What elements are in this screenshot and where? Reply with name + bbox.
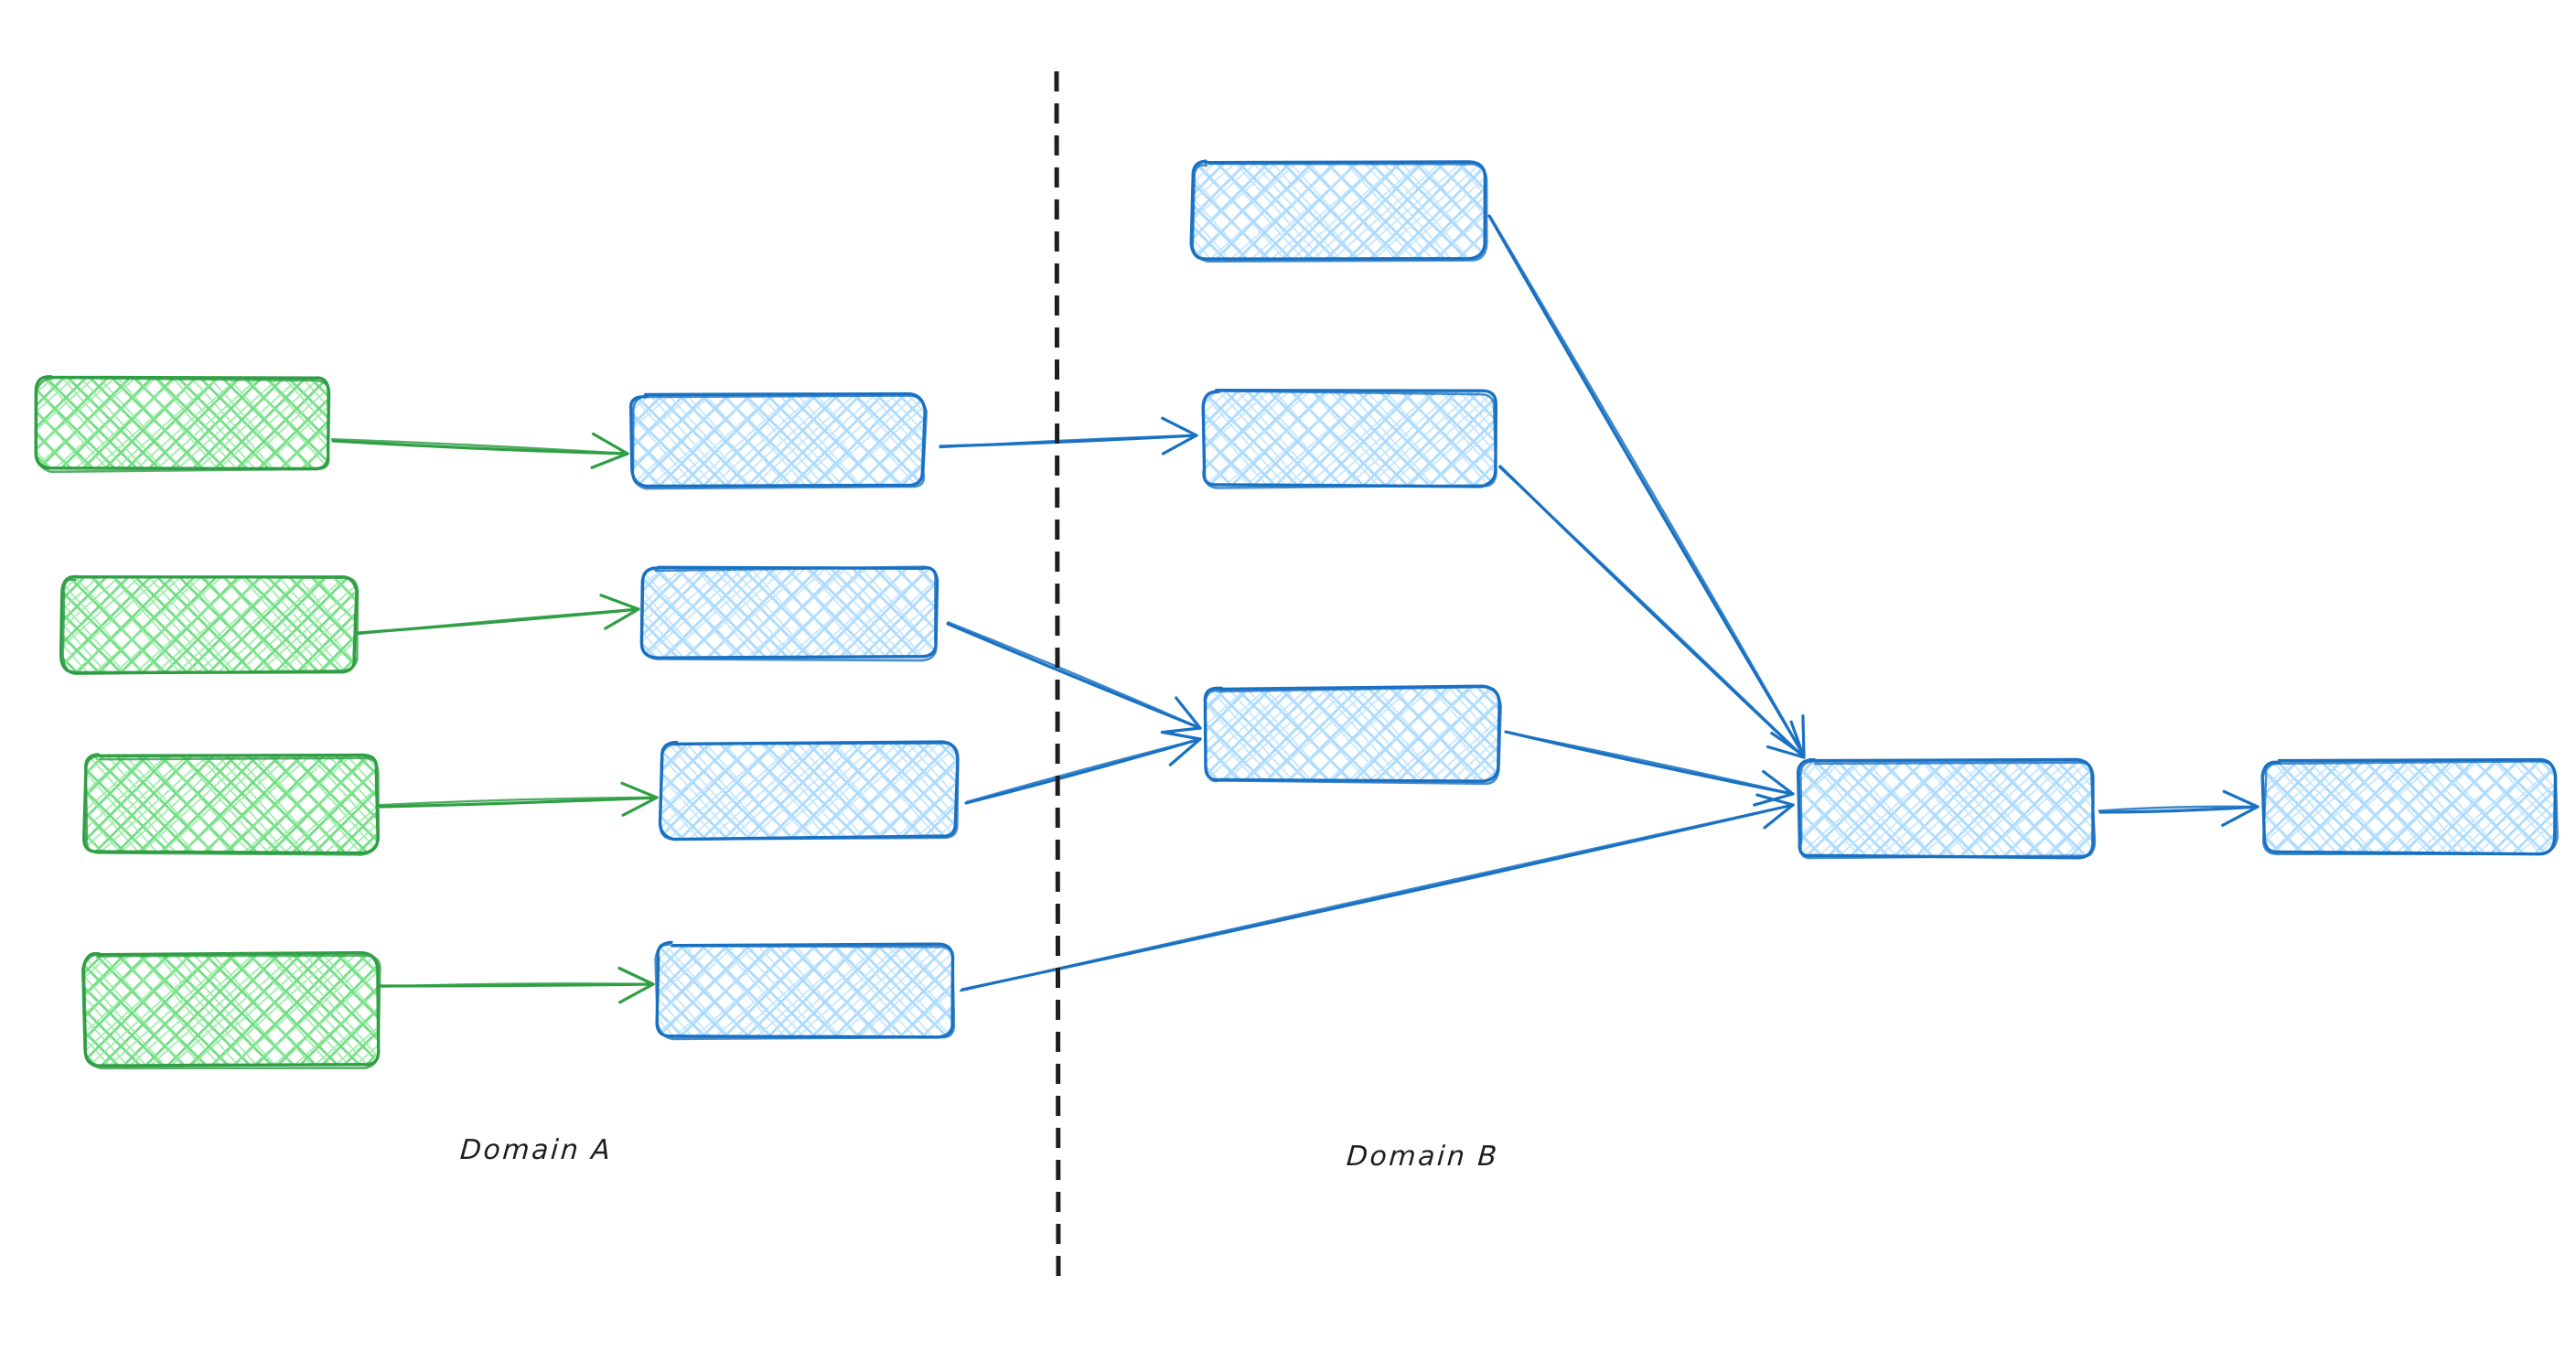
nodes-layer [34,159,2559,1070]
node-b4[interactable] [654,940,956,1041]
node-b1[interactable] [628,391,928,490]
edge-c2-to-hub[interactable] [1498,465,1806,759]
edge-a4-to-b4[interactable] [379,966,655,1004]
edge-a2-to-b2[interactable] [356,594,640,636]
node-c1[interactable] [1189,159,1488,263]
divider-layer [1054,70,1061,1289]
node-a3[interactable] [82,753,380,856]
node-b2[interactable] [639,565,939,662]
edge-c1-to-hub[interactable] [1487,214,1806,757]
edge-a3-to-b3[interactable] [378,781,659,817]
node-b3[interactable] [658,740,960,841]
edge-c3-to-hub[interactable] [1504,730,1795,807]
edge-a1-to-b1[interactable] [330,432,629,469]
node-c2[interactable] [1201,389,1498,489]
domain-divider-line [1054,70,1061,1289]
edges-layer [330,214,2259,1004]
node-out[interactable] [2260,757,2559,856]
node-a2[interactable] [59,574,360,676]
node-c3[interactable] [1203,684,1502,786]
node-hub[interactable] [1796,757,2097,860]
node-a4[interactable] [81,950,381,1070]
domain-b-label: Domain B [1345,1141,1500,1173]
edge-b4-to-hub[interactable] [959,793,1795,992]
edge-b1-to-c2[interactable] [939,416,1198,456]
domain-a-label: Domain A [458,1134,614,1166]
edge-hub-to-out[interactable] [2098,789,2259,827]
node-a1[interactable] [34,375,331,474]
edge-b2-to-c3[interactable] [946,621,1202,734]
edge-b3-to-c3[interactable] [964,730,1202,805]
